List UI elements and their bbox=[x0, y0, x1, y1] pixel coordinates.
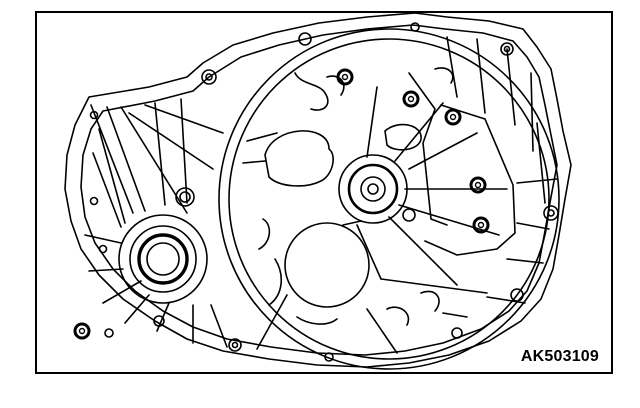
case-outer-outline bbox=[64, 13, 572, 368]
bolt-icon bbox=[73, 322, 91, 340]
left-bore-seal bbox=[137, 233, 189, 285]
bell-housing-inner bbox=[228, 38, 550, 360]
bolt-icon bbox=[444, 108, 462, 126]
inner-bracket-2 bbox=[408, 72, 448, 226]
upper-cavity-rib bbox=[242, 132, 278, 164]
bell-housing-outer bbox=[218, 28, 560, 370]
transmission-case-illustration bbox=[64, 13, 572, 370]
upper-cavity bbox=[264, 130, 334, 187]
left-bore-ring bbox=[129, 225, 197, 293]
bolt-locations bbox=[73, 68, 490, 340]
bolt-icon bbox=[472, 216, 490, 234]
spokes bbox=[256, 86, 508, 354]
bolt-icon bbox=[469, 176, 487, 194]
left-bore-inner bbox=[146, 242, 180, 276]
perimeter-holes bbox=[89, 22, 559, 362]
figure-code: AK503109 bbox=[520, 348, 599, 365]
lower-opening bbox=[284, 222, 370, 308]
right-ribs bbox=[446, 36, 558, 304]
bolt-icon bbox=[402, 90, 420, 108]
left-ribs bbox=[90, 98, 224, 228]
diagram-frame: AK503109 bbox=[35, 11, 613, 374]
center-bore-inner bbox=[360, 176, 386, 202]
internal-details bbox=[258, 67, 468, 326]
bolt-icon bbox=[336, 68, 354, 86]
center-bore-hub bbox=[367, 183, 379, 195]
inner-bracket bbox=[424, 104, 516, 256]
center-bore-ring bbox=[347, 163, 399, 215]
left-bore-outer bbox=[118, 214, 208, 304]
